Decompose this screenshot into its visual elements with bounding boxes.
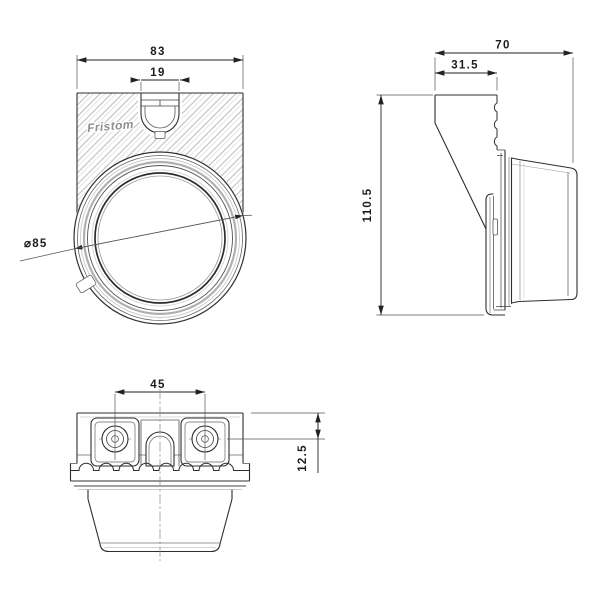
hole-center-vertical [114, 394, 206, 460]
lens-cone [510, 157, 578, 304]
dim-bracket-depth: 31.5 [435, 60, 498, 91]
lens-bezel-ring [82, 160, 238, 316]
lens-cone-details [511, 161, 571, 300]
leader-extension [19, 214, 253, 262]
dim-side-depth: 70 [434, 40, 574, 163]
hole-spacing-label: 45 [150, 379, 165, 391]
bracket-profile [434, 94, 497, 230]
arch-dome-inner [148, 435, 172, 466]
dim-hole-offset: 12.5 [227, 412, 325, 473]
diameter-line [74, 214, 244, 250]
lens-outer-ring [73, 151, 247, 325]
extension-line [376, 94, 484, 316]
dim-front-width: 83 [76, 46, 244, 89]
side-clip-tab [492, 218, 498, 236]
lens-inner-ring [94, 172, 226, 304]
lens-ring [77, 155, 243, 321]
lens-ring [80, 158, 240, 318]
bracket-plate-outline [76, 92, 244, 215]
extension-line [227, 412, 325, 440]
drain-tab [75, 274, 97, 294]
lens-fill [73, 151, 247, 325]
slot-width-label: 19 [150, 67, 165, 79]
slot-clamp-bar [141, 99, 179, 107]
lens-ring [97, 175, 223, 301]
side-height-label: 110.5 [362, 188, 374, 223]
scallop-edge [70, 462, 250, 471]
bottom-view: 45 12.5 [69, 379, 325, 561]
hole-offset-label: 12.5 [297, 444, 309, 472]
lens-diameter-label: ⌀85 [24, 238, 48, 250]
lens-ring [91, 169, 229, 307]
bracket-depth-label: 31.5 [451, 60, 479, 72]
side-view: 70 31.5 110.5 [362, 40, 578, 316]
extension-line [140, 82, 180, 91]
lens-rings [73, 151, 247, 325]
dim-side-height: 110.5 [362, 94, 484, 316]
body-back-edge [493, 95, 498, 150]
barrel-bottom [493, 306, 511, 311]
slot-inner-u [144, 106, 176, 129]
front-width-label: 83 [150, 46, 165, 58]
mounting-slot [140, 93, 180, 139]
cone-top-inner [511, 163, 571, 174]
barrel-step [497, 149, 505, 156]
cable-exit-tab [154, 131, 166, 139]
slot-knockout [138, 92, 182, 137]
body-barrel-fill [493, 150, 512, 310]
brand-logo: Fristom [86, 117, 134, 135]
dim-lens-diameter: ⌀85 [19, 214, 253, 262]
front-view: Fristom 83 [19, 46, 253, 325]
lens-ring [87, 165, 233, 311]
dim-slot-width: 19 [130, 67, 190, 91]
side-depth-label: 70 [495, 40, 510, 52]
